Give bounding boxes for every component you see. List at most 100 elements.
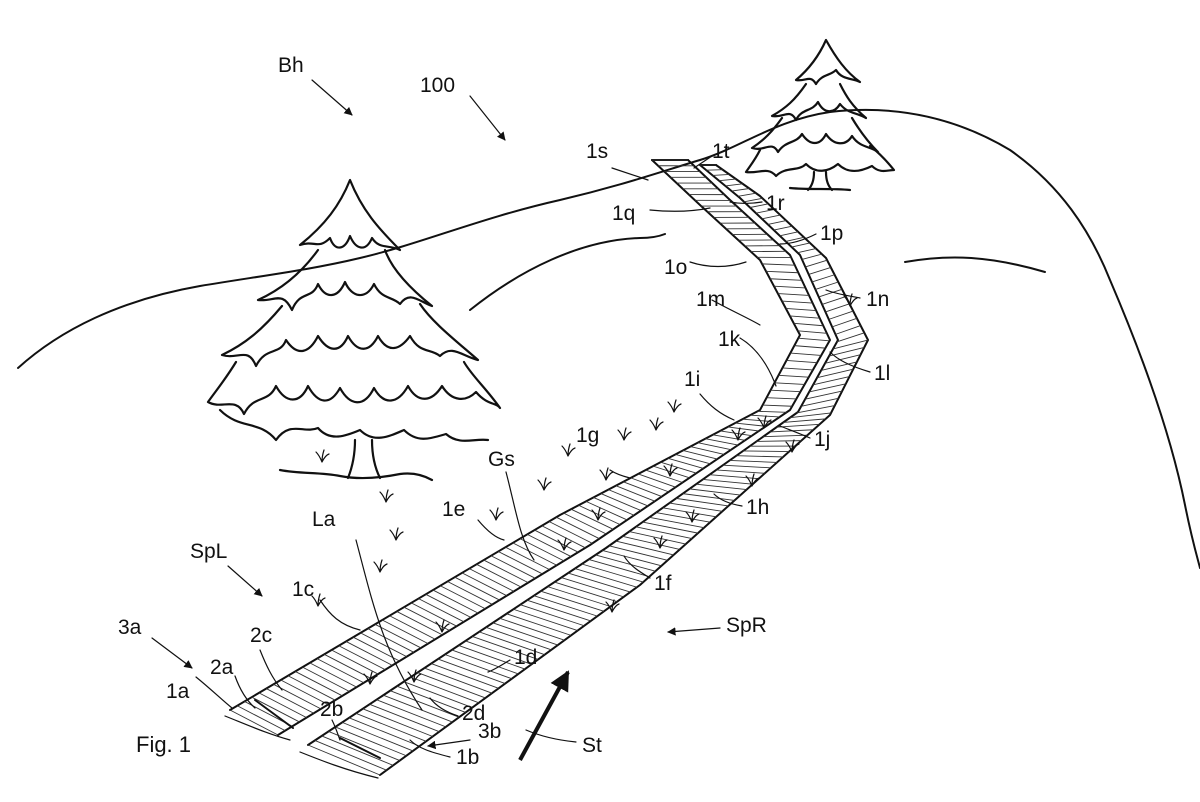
lane-hatch-line (472, 635, 539, 660)
lane-hatch-line (682, 493, 735, 501)
lane-hatch-line (444, 654, 512, 680)
lane-hatch-line (761, 214, 781, 220)
lane-hatch-line (797, 330, 827, 334)
lane-hatch-line (805, 259, 828, 268)
lane-hatch-line (570, 508, 614, 530)
lane-hatch-line (331, 649, 379, 675)
lane-hatch-line (608, 489, 649, 507)
lane-hatch-line (567, 572, 631, 593)
lane-hatch-line (229, 709, 279, 736)
lane-hatch-line (818, 288, 843, 298)
lane-hatch-line (478, 631, 545, 656)
lane-hatch-line (645, 469, 683, 483)
lane-hatch-line (638, 473, 676, 488)
lane-hatch-line (776, 423, 820, 428)
lane-hatch-line (727, 426, 759, 432)
lane-hatch-line (797, 248, 817, 254)
lane-hatch-line (485, 626, 552, 651)
lane-hatch-line (773, 285, 806, 289)
lane-hatch-line (778, 374, 809, 378)
label-spr: SpR (726, 614, 767, 637)
label-1s: 1s (586, 140, 608, 163)
lane-hatch-line (410, 676, 479, 704)
grass-tuft (363, 671, 378, 685)
lane-hatch-line (783, 418, 826, 423)
grass-tuft (843, 293, 858, 307)
lane-hatch-line (789, 412, 832, 419)
lane-hatch-line (809, 383, 846, 393)
lane-hatch-line (770, 389, 801, 393)
lane-hatch-line (498, 551, 543, 575)
lane-hatch-line (593, 497, 635, 516)
lane-hatch-line (793, 322, 824, 327)
lane-hatch-line (749, 203, 769, 208)
lane-hatch-line (512, 542, 557, 566)
label-100: 100 (420, 74, 455, 97)
lane-hatch-line (743, 450, 790, 452)
label-3b: 3b (478, 720, 501, 743)
lane-hatch-line (779, 231, 799, 237)
label-3a: 3a (118, 616, 142, 639)
lane-hatch-line (801, 397, 839, 407)
label-1q: 1q (612, 202, 635, 225)
grass-tuft (591, 507, 606, 521)
grass-tuft (435, 619, 450, 633)
lane-hatch-line (762, 263, 795, 266)
lane-hatch-line (382, 619, 429, 644)
left-track-lane (229, 159, 801, 711)
leader-lines (151, 79, 871, 761)
lane-hatch-line (602, 549, 662, 567)
lane-hatch-line (476, 563, 522, 588)
label-1b: 1b (456, 746, 479, 769)
hill-outline (17, 109, 1200, 569)
label-1t: 1t (712, 140, 730, 163)
lane-hatch-line (314, 740, 387, 771)
lane-hatch-line (451, 649, 519, 675)
lane-hatch-line (396, 611, 443, 636)
label-2a: 2a (210, 656, 234, 679)
lane-hatch-line (697, 442, 732, 451)
lane-hatch-line (655, 512, 711, 523)
lane-hatch-line (355, 712, 427, 742)
lane-hatch-line (828, 310, 854, 320)
grass-tuft (649, 417, 664, 431)
label-1h: 1h (746, 496, 769, 519)
lane-hatch-line (513, 608, 578, 631)
label-2d: 2d (462, 702, 485, 725)
lane-hatch-line (662, 507, 717, 518)
lane-hatch-line (600, 493, 642, 512)
label-2c: 2c (250, 624, 272, 647)
lane-hatch-line (712, 173, 730, 176)
lane-hatch-line (417, 672, 486, 699)
grass-tufts (311, 293, 858, 685)
lane-hatch-line (750, 414, 780, 418)
lane-hatch-line (483, 559, 529, 584)
lane-hatch-line (540, 590, 605, 612)
lane-hatch-line (808, 267, 831, 275)
lane-hatch-line (757, 410, 787, 413)
lane-hatch-line (649, 516, 705, 529)
lane-hatch-line (786, 360, 818, 364)
lane-hatch-line (526, 599, 591, 622)
lane-hatch-line (709, 474, 759, 480)
lane-hatch-line (769, 278, 802, 281)
grass-tuft (731, 427, 746, 441)
lane-hatch-line (342, 721, 414, 752)
grass-tuft (685, 509, 700, 523)
lane-hatch-line (360, 632, 407, 658)
lane-hatch-line (389, 615, 436, 640)
lane-hatch-line (492, 622, 559, 646)
lane-hatch-line (389, 690, 460, 718)
lane-hatch-line (309, 662, 357, 688)
left-tree (206, 178, 502, 482)
lane-hatch-line (609, 545, 668, 561)
lane-hatch-line (652, 465, 690, 479)
label-1j: 1j (814, 428, 830, 451)
grass-tuft (745, 473, 760, 487)
lane-hatch-line (376, 699, 447, 728)
label-1a: 1a (166, 680, 190, 703)
lane-hatch-line (595, 554, 656, 572)
lane-hatch-line (785, 236, 805, 242)
lane-hatch-line (519, 538, 565, 562)
